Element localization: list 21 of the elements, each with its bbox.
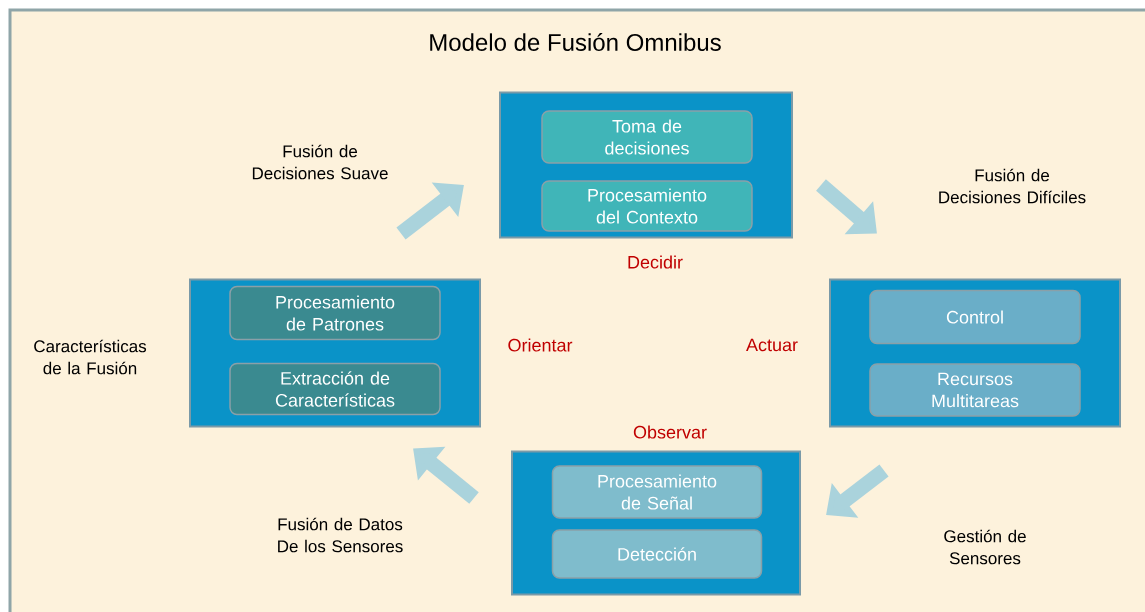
edge-label: Fusión de Decisiones Difíciles xyxy=(939,168,1086,204)
stage-label: Orientar xyxy=(508,338,573,352)
stage-label: Observar xyxy=(633,425,707,439)
stage-label: Actuar xyxy=(746,338,798,352)
process-box: Procesamiento de Señal xyxy=(551,465,763,519)
process-box: Toma de decisiones xyxy=(541,110,753,164)
block-arrow xyxy=(816,179,877,235)
block-arrow xyxy=(826,464,889,518)
title: Modelo de Fusión Omnibus xyxy=(430,33,721,51)
process-box: Control xyxy=(869,289,1081,345)
process-box: Extracción de Características xyxy=(229,362,441,416)
edge-label: Fusión de Decisiones Suave xyxy=(252,144,388,180)
stage-label: Decidir xyxy=(628,255,683,269)
side-label: Características de la Fusión xyxy=(34,339,147,375)
edge-label: Fusión de Datos De los Sensores xyxy=(278,517,403,553)
process-box: Recursos Multitareas xyxy=(869,363,1081,417)
edge-label: Gestión de Sensores xyxy=(944,529,1026,565)
process-box: Procesamiento de Patrones xyxy=(229,285,441,341)
block-arrow xyxy=(396,182,464,240)
process-box: Procesamiento del Contexto xyxy=(541,180,753,232)
process-box: Detección xyxy=(551,529,763,579)
